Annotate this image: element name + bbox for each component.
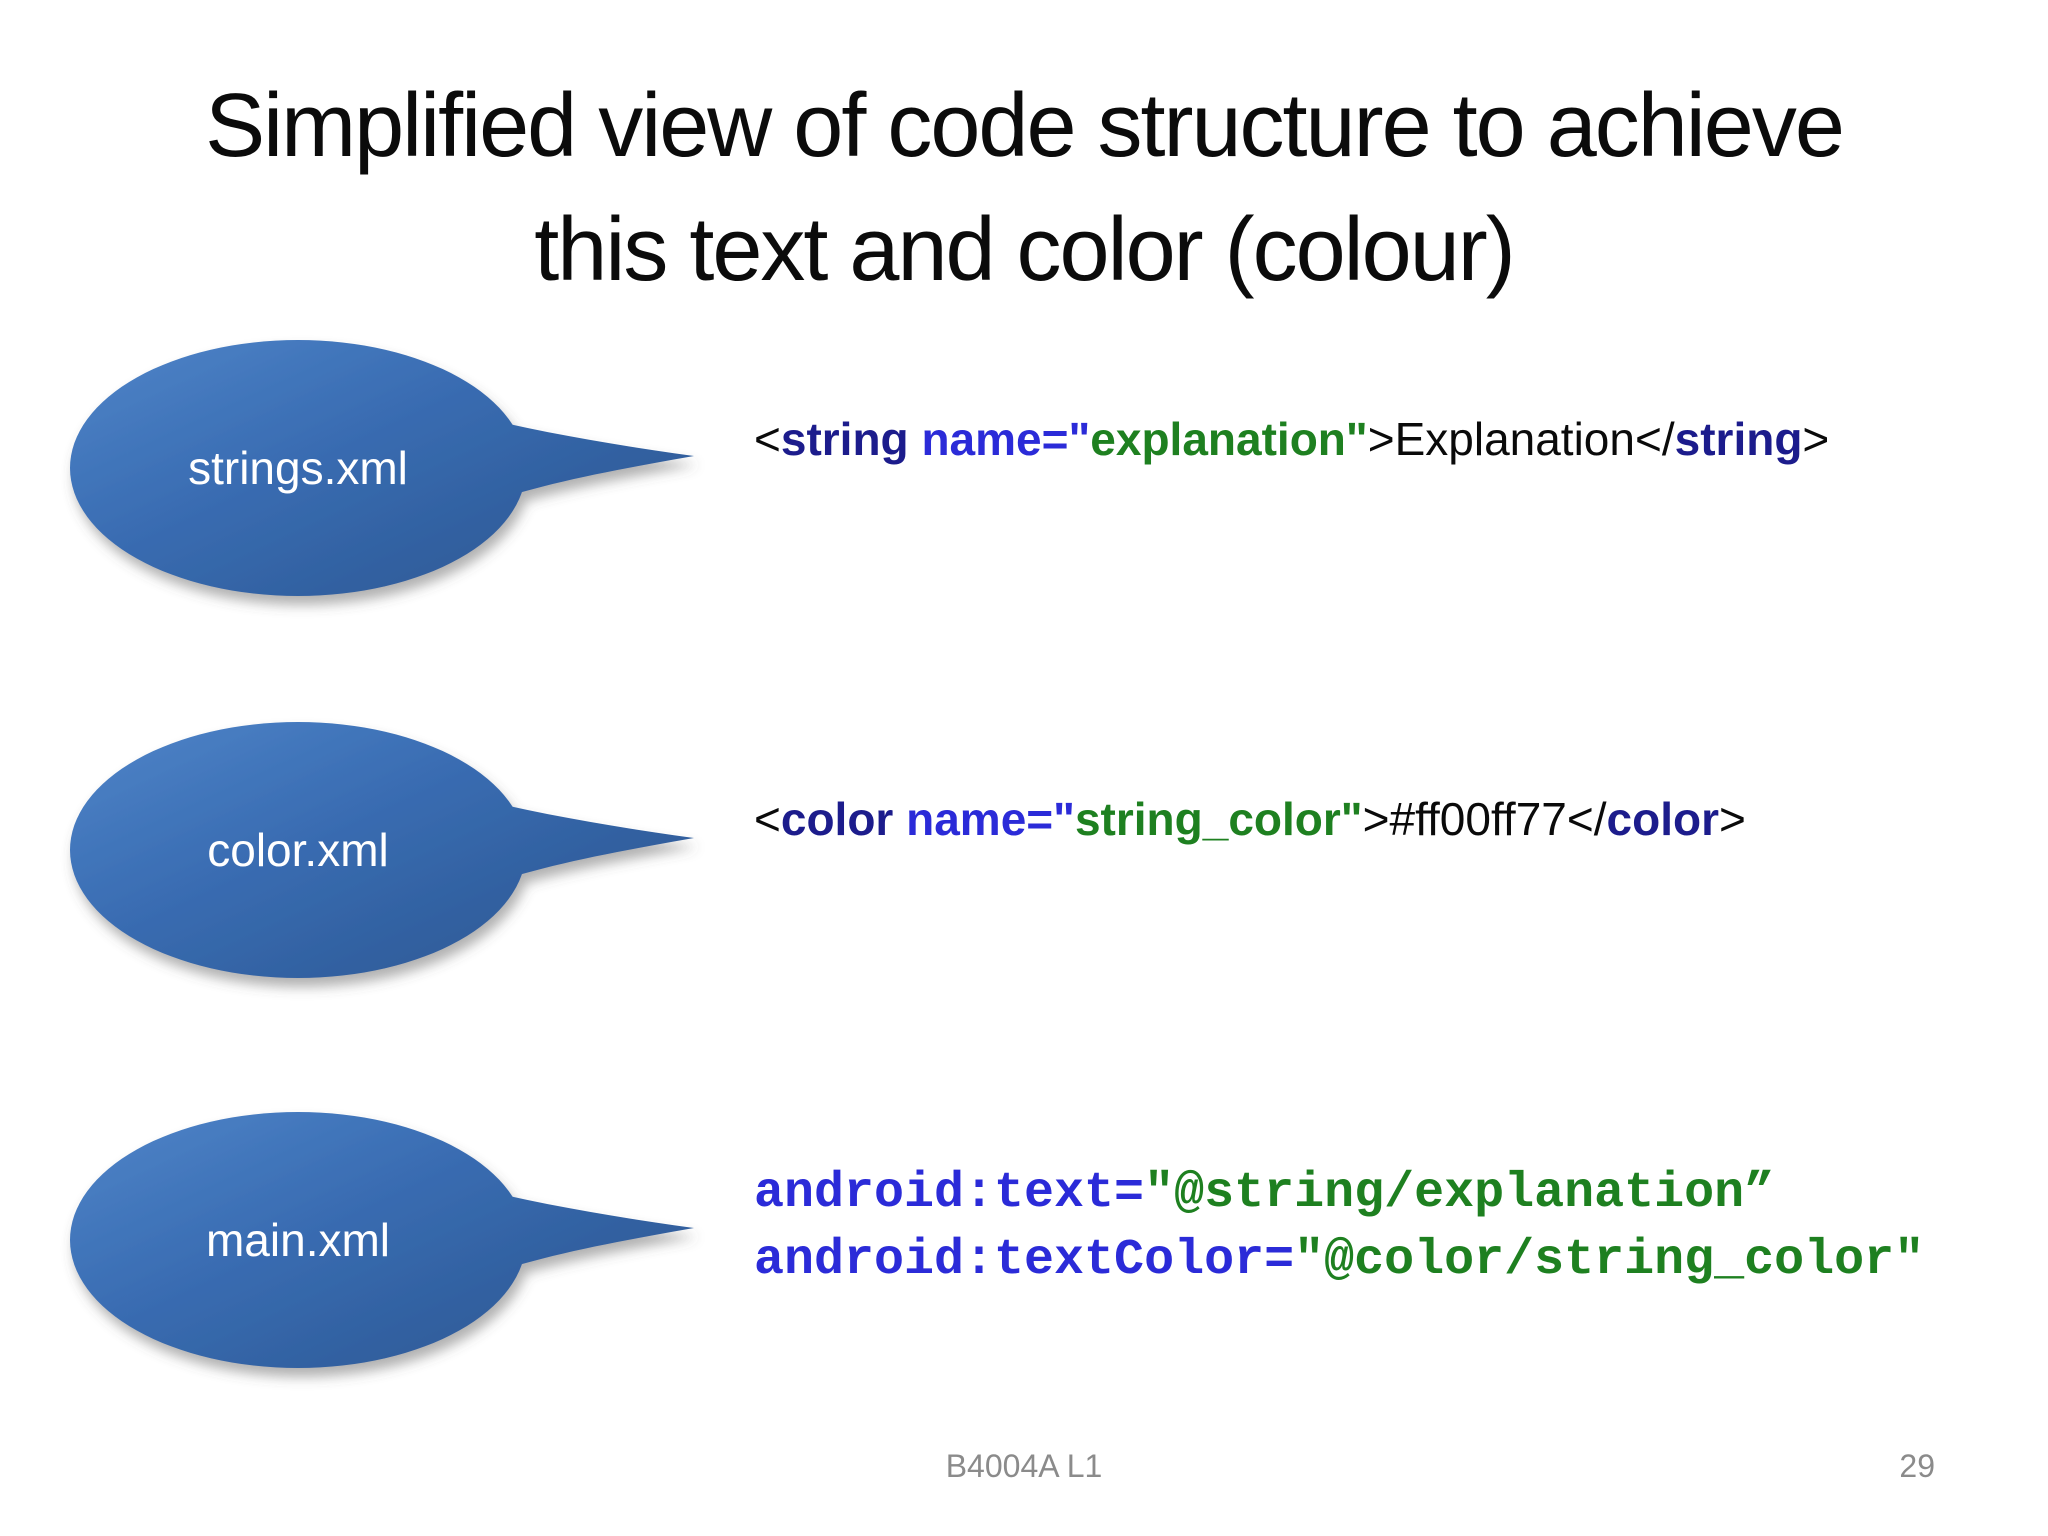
- code-segment: "@color/string_color": [1294, 1232, 1925, 1289]
- footer-course-code: B4004A L1: [945, 1448, 1103, 1484]
- code-segment: explanation: [1090, 413, 1346, 465]
- code-segment: #ff00ff77: [1389, 793, 1567, 845]
- slide-page-number: 29: [1899, 1448, 1935, 1484]
- code-segment: [909, 413, 922, 465]
- code-line-android-textcolor: android:textColor="@color/string_color": [754, 1227, 1924, 1294]
- code-segment: string_color: [1074, 793, 1341, 845]
- callout-ellipse: [70, 340, 526, 596]
- code-segment: android:text=: [754, 1165, 1145, 1222]
- code-line-strings-xml: <string name="explanation">Explanation</…: [754, 408, 1829, 470]
- callout-label-strings-xml: strings.xml: [188, 442, 408, 494]
- callout-bubble-main-xml: main.xml: [70, 1112, 694, 1368]
- callout-label-main-xml: main.xml: [206, 1214, 390, 1266]
- callout-ellipse: [70, 722, 526, 978]
- code-segment: </: [1566, 793, 1607, 845]
- code-line-android-text: android:text="@string/explanation”: [754, 1160, 1924, 1227]
- code-segment: >: [1802, 413, 1830, 465]
- code-segment: android:textColor=: [754, 1232, 1295, 1289]
- callout-ellipse: [70, 1112, 526, 1368]
- code-segment: Explanation: [1394, 413, 1635, 465]
- code-line-color-xml: <color name="string_color">#ff00ff77</co…: [754, 788, 1746, 850]
- code-segment: >: [1718, 793, 1746, 845]
- slide-footer: B4004A L1 29: [0, 1448, 2048, 1488]
- callout-bubble-color-xml: color.xml: [70, 722, 694, 978]
- code-segment: ": [1068, 413, 1091, 465]
- code-segment: color: [1606, 793, 1719, 845]
- code-segment: ": [1345, 413, 1368, 465]
- callout-bubble-strings-xml: strings.xml: [70, 340, 694, 596]
- code-segment: color: [780, 793, 894, 845]
- code-segment: >: [1362, 793, 1390, 845]
- callout-label-color-xml: color.xml: [207, 824, 388, 876]
- code-block-main-xml: android:text="@string/explanation” andro…: [754, 1160, 1924, 1294]
- code-segment: ": [1053, 793, 1075, 845]
- code-segment: <: [754, 793, 781, 845]
- code-segment: >: [1367, 413, 1395, 465]
- code-segment: ": [1340, 793, 1363, 845]
- code-segment: </: [1634, 413, 1675, 465]
- slide-title-line2: this text and color (colour): [534, 200, 1515, 300]
- code-segment: name=: [906, 793, 1054, 845]
- code-segment: string: [1674, 413, 1803, 465]
- code-segment: "@string/explanation”: [1144, 1165, 1775, 1222]
- code-segment: string: [780, 413, 909, 465]
- code-segment: <: [754, 413, 781, 465]
- code-segment: [893, 793, 906, 845]
- code-segment: name=: [921, 413, 1069, 465]
- slide-title: Simplified view of code structure to ach…: [0, 64, 2048, 312]
- slide-title-line1: Simplified view of code structure to ach…: [205, 76, 1845, 176]
